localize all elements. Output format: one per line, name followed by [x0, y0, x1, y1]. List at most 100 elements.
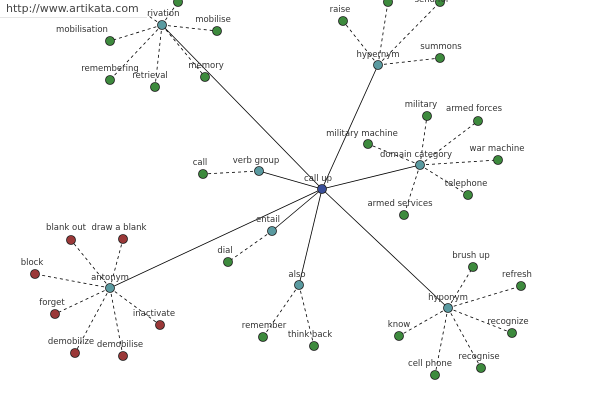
site-watermark: http://www.artikata.com	[0, 0, 147, 18]
center-node[interactable]	[317, 184, 327, 194]
word-node-military[interactable]	[422, 111, 432, 121]
edge-center-to-derivation	[161, 24, 323, 190]
edge-also-to-child	[298, 284, 315, 347]
word-node-demobilize[interactable]	[70, 348, 80, 358]
edge-hyponym-to-child	[447, 266, 474, 309]
word-label-mobilisation: mobilisation	[56, 25, 108, 35]
word-node-telephone[interactable]	[463, 190, 473, 200]
word-label-raise: raise	[330, 5, 351, 15]
relation-label-entail: entail	[256, 215, 280, 225]
relation-node-derivation[interactable]	[157, 20, 167, 30]
relation-label-derivation: derivation	[136, 9, 179, 19]
word-node-block[interactable]	[30, 269, 40, 279]
relation-node-entail[interactable]	[267, 226, 277, 236]
word-node-dial[interactable]	[223, 257, 233, 267]
word-node-draw-a-blank[interactable]	[118, 234, 128, 244]
word-node-mobilisation[interactable]	[105, 36, 115, 46]
word-node-cell-phone[interactable]	[430, 370, 440, 380]
word-label-recognize: recognize	[487, 317, 528, 327]
relation-label-domain-category: domain category	[380, 150, 452, 160]
center-label: call up	[304, 174, 332, 184]
edge-entail-to-child	[227, 230, 273, 263]
word-node-retrieval[interactable]	[150, 82, 160, 92]
relation-label-also: also	[288, 270, 305, 280]
edge-antonym-to-child	[74, 287, 111, 354]
word-node-unlabeled-hypernym-1[interactable]	[383, 0, 393, 7]
edge-hyponym-to-child	[447, 285, 522, 309]
word-node-think-back[interactable]	[309, 341, 319, 351]
relation-label-hyponym: hyponym	[428, 293, 468, 303]
word-node-mobilise[interactable]	[212, 26, 222, 36]
edge-center-to-antonym	[109, 188, 323, 289]
word-label-inactivate: inactivate	[133, 309, 175, 319]
word-node-recognise[interactable]	[476, 363, 486, 373]
edge-antonym-to-child	[109, 287, 161, 326]
relation-label-verb-group: verb group	[233, 156, 280, 166]
word-node-armed-services[interactable]	[399, 210, 409, 220]
word-node-brush-up[interactable]	[468, 262, 478, 272]
word-label-refresh: refresh	[502, 270, 532, 280]
word-node-unlabeled-derivation-6[interactable]	[173, 0, 183, 7]
word-node-send-for[interactable]	[435, 0, 445, 7]
edge-derivation-to-child	[161, 1, 179, 26]
edge-verb-group-to-child	[202, 170, 260, 175]
word-label-call: call	[193, 158, 208, 168]
word-label-demobilize: demobilize	[48, 337, 94, 347]
word-label-demobilise: demobilise	[97, 340, 143, 350]
edge-derivation-to-child	[161, 24, 218, 32]
word-label-telephone: telephone	[445, 179, 488, 189]
relation-node-also[interactable]	[294, 280, 304, 290]
edge-antonym-to-child	[34, 273, 111, 289]
word-node-war-machine[interactable]	[493, 155, 503, 165]
word-label-brush-up: brush up	[452, 251, 490, 261]
edge-center-to-hyponym	[321, 188, 449, 309]
word-node-raise[interactable]	[338, 16, 348, 26]
word-node-demobilise[interactable]	[118, 351, 128, 361]
relation-node-hypernym[interactable]	[373, 60, 383, 70]
word-node-armed-forces[interactable]	[473, 116, 483, 126]
word-label-remember: remember	[242, 321, 287, 331]
word-node-call[interactable]	[198, 169, 208, 179]
relation-label-hypernym: hypernym	[356, 50, 399, 60]
word-label-mobilise: mobilise	[195, 15, 231, 25]
relation-label-antonym: antonym	[91, 273, 129, 283]
word-node-know[interactable]	[394, 331, 404, 341]
word-node-memory[interactable]	[200, 72, 210, 82]
word-label-recognise: recognise	[458, 352, 499, 362]
edge-derivation-to-child	[109, 24, 163, 81]
word-node-refresh[interactable]	[516, 281, 526, 291]
edge-domain-category-to-child	[419, 120, 479, 166]
edge-hypernym-to-child	[377, 1, 389, 66]
edge-domain-category-to-child	[419, 159, 499, 166]
word-node-inactivate[interactable]	[155, 320, 165, 330]
edge-derivation-to-child	[154, 24, 163, 88]
word-label-think-back: think back	[288, 330, 332, 340]
word-label-block: block	[21, 258, 44, 268]
word-node-recognize[interactable]	[507, 328, 517, 338]
word-node-summons[interactable]	[435, 53, 445, 63]
word-label-armed-forces: armed forces	[446, 104, 503, 114]
word-node-blank-out[interactable]	[66, 235, 76, 245]
word-label-cell-phone: cell phone	[408, 359, 452, 369]
word-node-military-machine[interactable]	[363, 139, 373, 149]
word-node-remember[interactable]	[258, 332, 268, 342]
word-label-remembering: remembering	[81, 64, 139, 74]
relation-node-verb-group[interactable]	[254, 166, 264, 176]
word-label-memory: memory	[188, 61, 224, 71]
word-label-draw-a-blank: draw a blank	[92, 223, 147, 233]
word-label-military: military	[405, 100, 437, 110]
relation-node-hyponym[interactable]	[443, 303, 453, 313]
word-node-forget[interactable]	[50, 309, 60, 319]
word-label-know: know	[388, 320, 411, 330]
relation-node-domain-category[interactable]	[415, 160, 425, 170]
word-node-remembering[interactable]	[105, 75, 115, 85]
word-label-retrieval: retrieval	[132, 71, 168, 81]
word-label-war-machine: war machine	[470, 144, 525, 154]
word-label-forget: forget	[39, 298, 65, 308]
word-label-military-machine: military machine	[326, 129, 398, 139]
edge-antonym-to-child	[109, 238, 124, 289]
relation-node-antonym[interactable]	[105, 283, 115, 293]
